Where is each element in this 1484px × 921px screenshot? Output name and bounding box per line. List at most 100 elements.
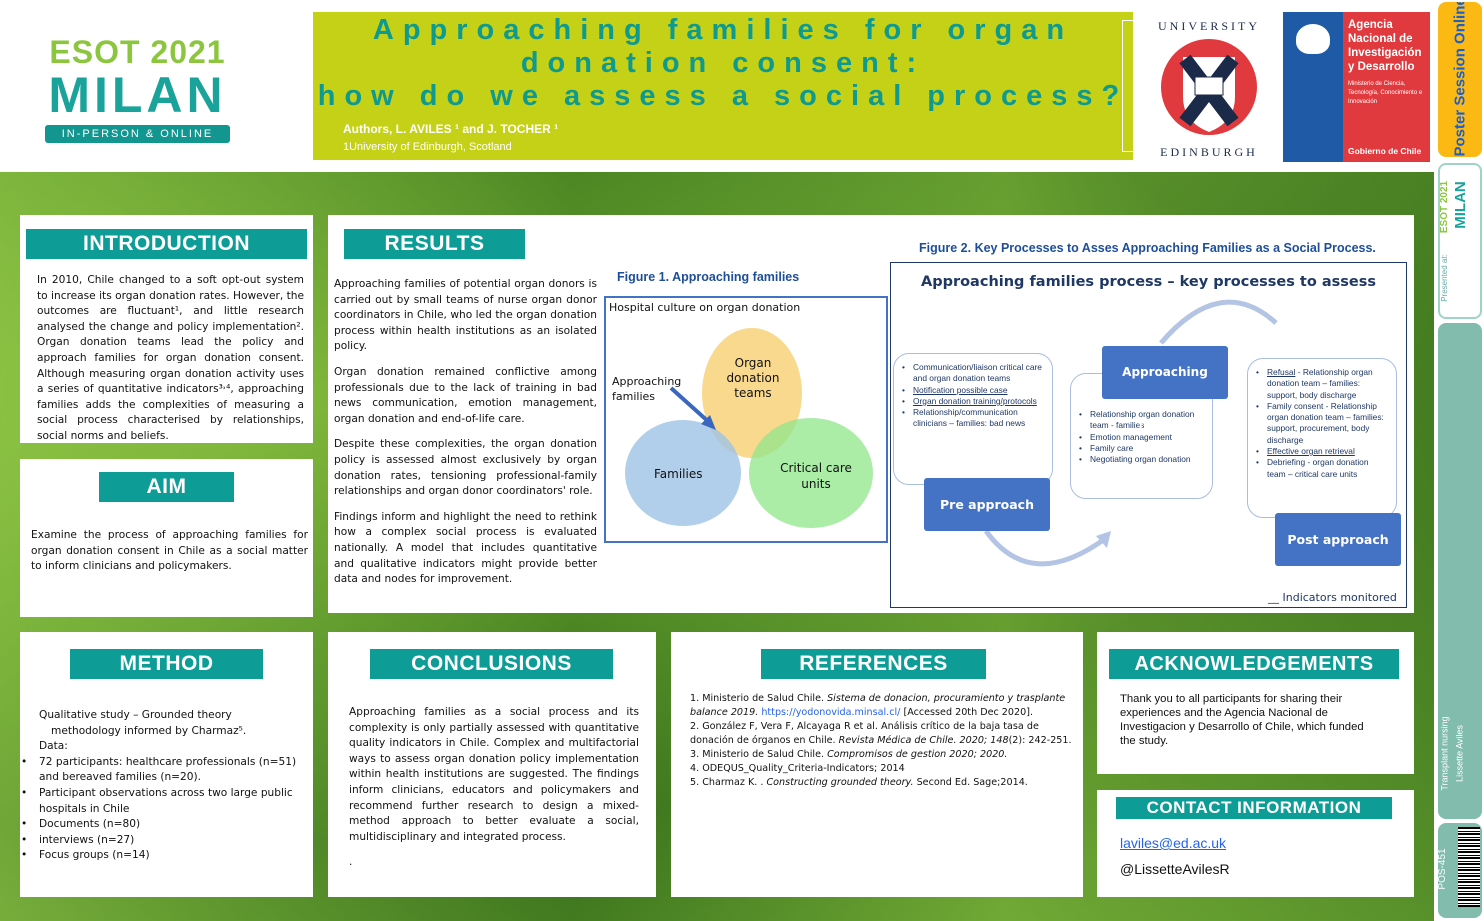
logo-year: ESOT 2021: [49, 34, 226, 70]
venn-diagram: [625, 328, 873, 528]
introduction-text: In 2010, Chile changed to a soft opt-out…: [37, 274, 304, 442]
pre-item: Notification possible case: [902, 385, 1044, 397]
pointer-arrowhead: [701, 415, 716, 430]
mid-item: Emotion management: [1079, 432, 1204, 444]
svg-text:UNIVERSITY: UNIVERSITY: [1158, 19, 1260, 33]
poster-code-bar: POS-451: [1438, 823, 1482, 918]
post-item: Debriefing - organ donation team – criti…: [1256, 457, 1388, 480]
side-category: Transplant nursing: [1439, 716, 1450, 791]
results-panel: RESULTS Approaching families of potentia…: [328, 215, 1414, 613]
ref-link[interactable]: https://yodonovida.minsal.cl/: [761, 707, 901, 718]
chile-emblem-icon: [1296, 24, 1330, 54]
post-approach-label: Post approach: [1275, 513, 1401, 566]
mid-item: Relationship organ donation team - famil…: [1079, 409, 1204, 432]
svg-text:EDINBURGH: EDINBURGH: [1160, 145, 1258, 159]
results-heading: RESULTS: [344, 229, 525, 259]
method-intro-2: methodology informed by Charmaz⁵.: [51, 724, 247, 737]
method-intro: Qualitative study – Grounded theory: [39, 709, 232, 721]
acknowledgements-heading: ACKNOWLEDGEMENTS: [1109, 649, 1399, 679]
authors: Authors, L. AVILES ¹ and J. TOCHER ¹: [343, 122, 559, 136]
references-panel: REFERENCES 1. Ministerio de Salud Chile.…: [671, 632, 1083, 897]
barcode-icon: [1458, 827, 1480, 907]
venn-label-organ-teams: Organ donation teams: [726, 356, 780, 400]
esot-milan-logo: ESOT 2021 MILAN IN-PERSON & ONLINE: [45, 35, 230, 147]
title-line-1: Approaching families for organ: [372, 14, 1074, 46]
method-panel: METHOD Qualitative study – Grounded theo…: [20, 632, 313, 897]
poster-logo-text: Poster Session Online: [1451, 2, 1469, 157]
figure2-caption: Figure 2. Key Processes to Asses Approac…: [919, 241, 1376, 255]
pre-item: Organ donation training/protocols: [902, 396, 1044, 408]
arrow-bottom: [983, 529, 1108, 567]
ref-italic: Compromisos de gestion 2020; 2020.: [827, 749, 1008, 760]
contact-twitter: @LissetteAvilesR: [1120, 861, 1230, 877]
ref-text: 3. Ministerio de Salud Chile.: [690, 749, 828, 760]
figure1-frame-label: Hospital culture on organ donation: [609, 301, 801, 314]
method-item: 72 participants: healthcare professional…: [21, 755, 309, 786]
conclusions-heading: CONCLUSIONS: [370, 649, 613, 679]
arrow-top: [1159, 299, 1278, 345]
title-line-3: how do we assess a social process?: [317, 80, 1129, 112]
contact-email-link[interactable]: laviles@ed.ac.uk: [1120, 835, 1227, 851]
logo-tag: IN-PERSON & ONLINE: [45, 125, 230, 143]
conclusions-dot: .: [349, 856, 353, 869]
side-code: POS-451: [1438, 848, 1448, 890]
pre-item: Relationship/communication clinicians – …: [902, 407, 1044, 430]
reference-item: 4. ODEQUS_Quality_Criteria-Indicators; 2…: [690, 762, 1078, 776]
ref-text: 1. Ministerio de Salud Chile.: [690, 693, 828, 704]
results-paragraph: Approaching families of potential organ …: [334, 278, 597, 353]
figure2-legend: __ Indicators monitored: [1268, 591, 1397, 604]
results-paragraph: Despite these complexities, the organ do…: [334, 438, 597, 498]
title-banner: Approaching families for organ donation …: [313, 12, 1133, 160]
references-heading: REFERENCES: [761, 649, 986, 679]
post-item: Effective organ retrieval: [1256, 446, 1388, 458]
university-of-edinburgh-logo: UNIVERSITY EDINBURGH: [1135, 12, 1283, 162]
presented-at-badge: ESOT 2021 MILAN Presented at:: [1438, 163, 1482, 319]
aim-panel: AIM Examine the process of approaching f…: [20, 459, 313, 617]
ref-text: 2. González F, Vera F, Alcayaga R et al.…: [690, 721, 1039, 746]
venn-organ-teams: [702, 328, 802, 458]
references-list: 1. Ministerio de Salud Chile. Sistema de…: [690, 692, 1078, 790]
venn-label-families: Families: [654, 467, 703, 481]
post-item: Refusal - Relationship organ donation te…: [1256, 367, 1388, 401]
ref-text: 4. ODEQUS_Quality_Criteria-Indicators; 2…: [690, 763, 905, 774]
logo-city: MILAN: [48, 67, 227, 123]
anid-logo: Agencia Nacional de Investigación y Desa…: [1343, 12, 1430, 162]
side-milan: MILAN: [1452, 181, 1469, 229]
reference-item: 2. González F, Vera F, Alcayaga R et al.…: [690, 720, 1078, 748]
pointer-arrow: [669, 386, 713, 426]
figure1-caption: Figure 1. Approaching families: [617, 270, 800, 284]
reference-item: 5. Charmaz K. . Constructing grounded th…: [690, 776, 1078, 790]
poster-session-online-logo[interactable]: Poster Session Online: [1438, 2, 1482, 157]
aim-heading: AIM: [99, 472, 234, 502]
method-heading: METHOD: [70, 649, 263, 679]
mid-item: Family care: [1079, 443, 1204, 455]
figure2-title: Approaching families process – key proce…: [920, 274, 1377, 290]
ref-text: (2): 242-251.: [1008, 735, 1072, 746]
results-paragraph: Findings inform and highlight the need t…: [334, 510, 597, 586]
introduction-panel: INTRODUCTION In 2010, Chile changed to a…: [20, 215, 313, 443]
contact-panel: CONTACT INFORMATION laviles@ed.ac.uk @Li…: [1097, 790, 1414, 897]
affiliation: 1University of Edinburgh, Scotland: [343, 141, 512, 153]
results-text: Approaching families of potential organ …: [334, 277, 597, 598]
post-item: Family consent - Relationship organ dona…: [1256, 401, 1388, 446]
contact-heading: CONTACT INFORMATION: [1116, 797, 1392, 819]
figure2-frame: Approaching families process – key proce…: [890, 262, 1407, 608]
anid-name: Agencia Nacional de Investigación y Desa…: [1348, 19, 1422, 73]
side-author: Lissette Aviles: [1454, 725, 1465, 782]
arrow-bottom-head: [1096, 531, 1111, 548]
poster-info-bar: Transplant nursing Lissette Aviles: [1438, 323, 1482, 819]
acknowledgements-panel: ACKNOWLEDGEMENTS Thank you to all partic…: [1097, 632, 1414, 774]
acknowledgements-text: Thank you to all participants for sharin…: [1120, 693, 1364, 747]
venn-critical-care: [749, 418, 873, 528]
mid-item: Negotiating organ donation: [1079, 454, 1204, 466]
ref-italic: Constructing grounded theory.: [766, 777, 914, 788]
reference-item: 1. Ministerio de Salud Chile. Sistema de…: [690, 692, 1078, 720]
process-cycle-arrows: [983, 299, 1278, 567]
side-esot: ESOT 2021: [1439, 180, 1450, 234]
results-paragraph: Organ donation remained conflictive amon…: [334, 365, 597, 425]
method-item: Documents (n=80): [21, 817, 309, 833]
method-data-label: Data:: [39, 740, 68, 753]
venn-pointer-label: Approaching families: [612, 375, 682, 403]
banner-bracket: [1122, 20, 1134, 152]
method-item: Participant observations across two larg…: [21, 786, 309, 817]
